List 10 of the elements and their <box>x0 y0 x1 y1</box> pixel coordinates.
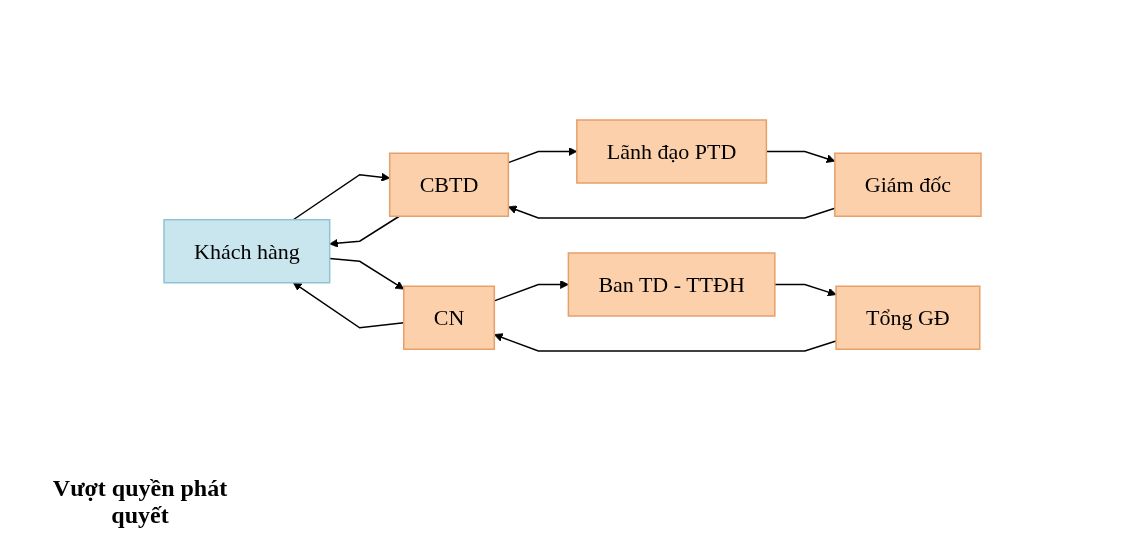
arrow <box>329 215 400 248</box>
arrow <box>774 283 837 296</box>
node-box: Khách hàng <box>163 218 331 283</box>
node-box: Lãnh đạo PTD <box>576 118 768 184</box>
node-box: Tổng GĐ <box>835 285 981 350</box>
note-text: Vượt quyền phát quyết <box>51 475 229 529</box>
node-box: CBTD <box>388 152 510 217</box>
node-box: Giám đốc <box>834 152 982 217</box>
node-box: CN <box>403 285 496 350</box>
node-box: Ban TD - TTĐH <box>567 251 776 317</box>
